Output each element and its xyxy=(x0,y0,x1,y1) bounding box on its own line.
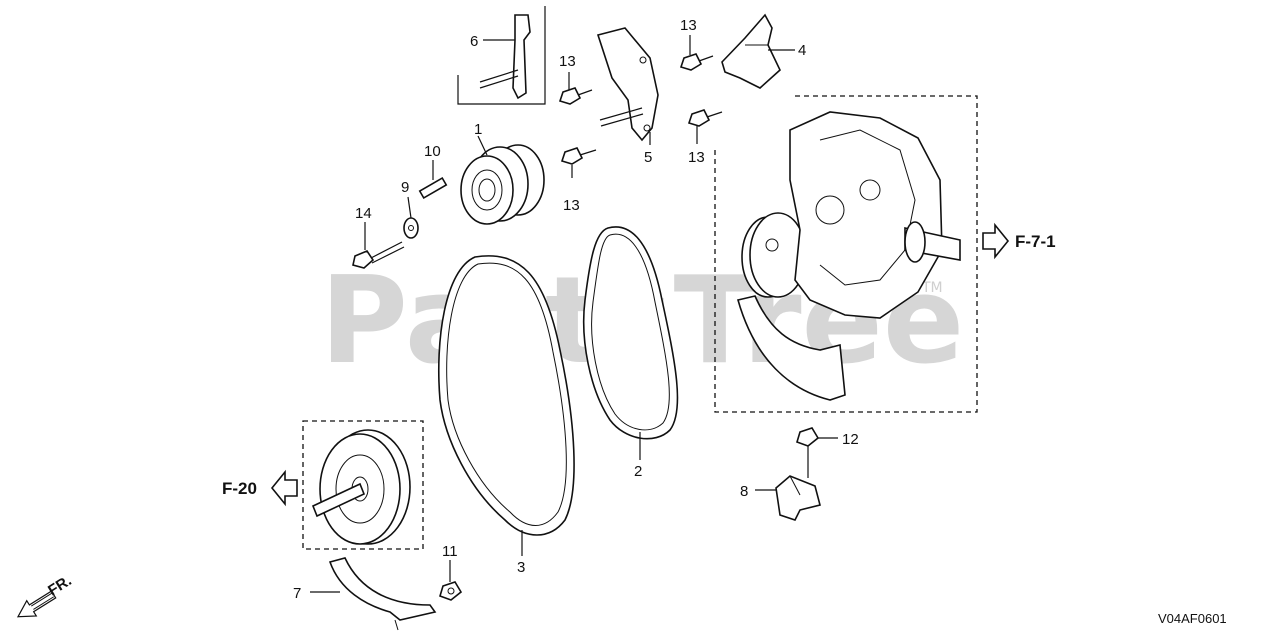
bolt-13-c xyxy=(679,53,714,71)
callout-12: 12 xyxy=(842,431,859,448)
callout-2: 2 xyxy=(634,463,642,480)
ref-f20-label[interactable]: F-20 xyxy=(222,479,257,498)
part-8-bracket xyxy=(775,475,821,521)
callout-7: 7 xyxy=(293,585,301,602)
part-14-bolt xyxy=(352,241,405,269)
callout-13-mid: 13 xyxy=(563,197,580,214)
bolt-13-b xyxy=(560,147,597,165)
callout-13-top: 13 xyxy=(559,53,576,70)
part-10-key xyxy=(418,176,448,200)
bolt-13-a xyxy=(558,87,593,105)
diagram-code: V04AF0601 xyxy=(1158,611,1227,626)
part-12-bolt xyxy=(796,427,820,478)
callout-3: 3 xyxy=(517,559,525,576)
watermark-trademark: TM xyxy=(921,280,943,296)
part-11-nut xyxy=(439,581,463,601)
part-2-belt xyxy=(582,226,679,440)
callout-4: 4 xyxy=(798,42,806,59)
callout-1: 1 xyxy=(474,121,482,138)
part-7-shield xyxy=(328,557,437,631)
callout-11: 11 xyxy=(442,543,458,560)
ref-f20[interactable]: F-20 xyxy=(222,469,298,507)
ref-f71[interactable]: F-7-1 xyxy=(982,222,1056,260)
input-pulley-assembly xyxy=(302,420,424,550)
callouts: 6 1 10 9 14 13 13 13 13 4 5 3 2 7 8 12 1… xyxy=(293,17,859,602)
callout-5: 5 xyxy=(644,149,652,166)
part-3-belt xyxy=(437,255,575,536)
callout-13-right-top: 13 xyxy=(680,17,697,34)
callout-9: 9 xyxy=(401,179,409,196)
transmission-assembly xyxy=(714,95,978,413)
part-6-bracket xyxy=(457,6,546,105)
arrow-right-icon xyxy=(982,222,1010,260)
arrow-left-icon xyxy=(270,469,298,507)
part-4-bracket xyxy=(721,13,781,89)
leader-lines xyxy=(310,35,838,593)
part-9-washer xyxy=(403,217,419,239)
front-direction-indicator: FR. xyxy=(16,572,75,618)
bolt-13-group xyxy=(558,53,723,165)
callout-13-right-bottom: 13 xyxy=(688,149,705,166)
part-5-bracket xyxy=(596,27,659,142)
front-arrow-icon xyxy=(16,590,57,618)
ref-f71-label[interactable]: F-7-1 xyxy=(1015,232,1056,251)
callout-14: 14 xyxy=(355,205,372,222)
callout-10: 10 xyxy=(424,143,441,160)
callout-6: 6 xyxy=(470,33,478,50)
part-1-pulley xyxy=(460,144,545,225)
bolt-13-d xyxy=(687,109,723,127)
callout-8: 8 xyxy=(740,483,748,500)
